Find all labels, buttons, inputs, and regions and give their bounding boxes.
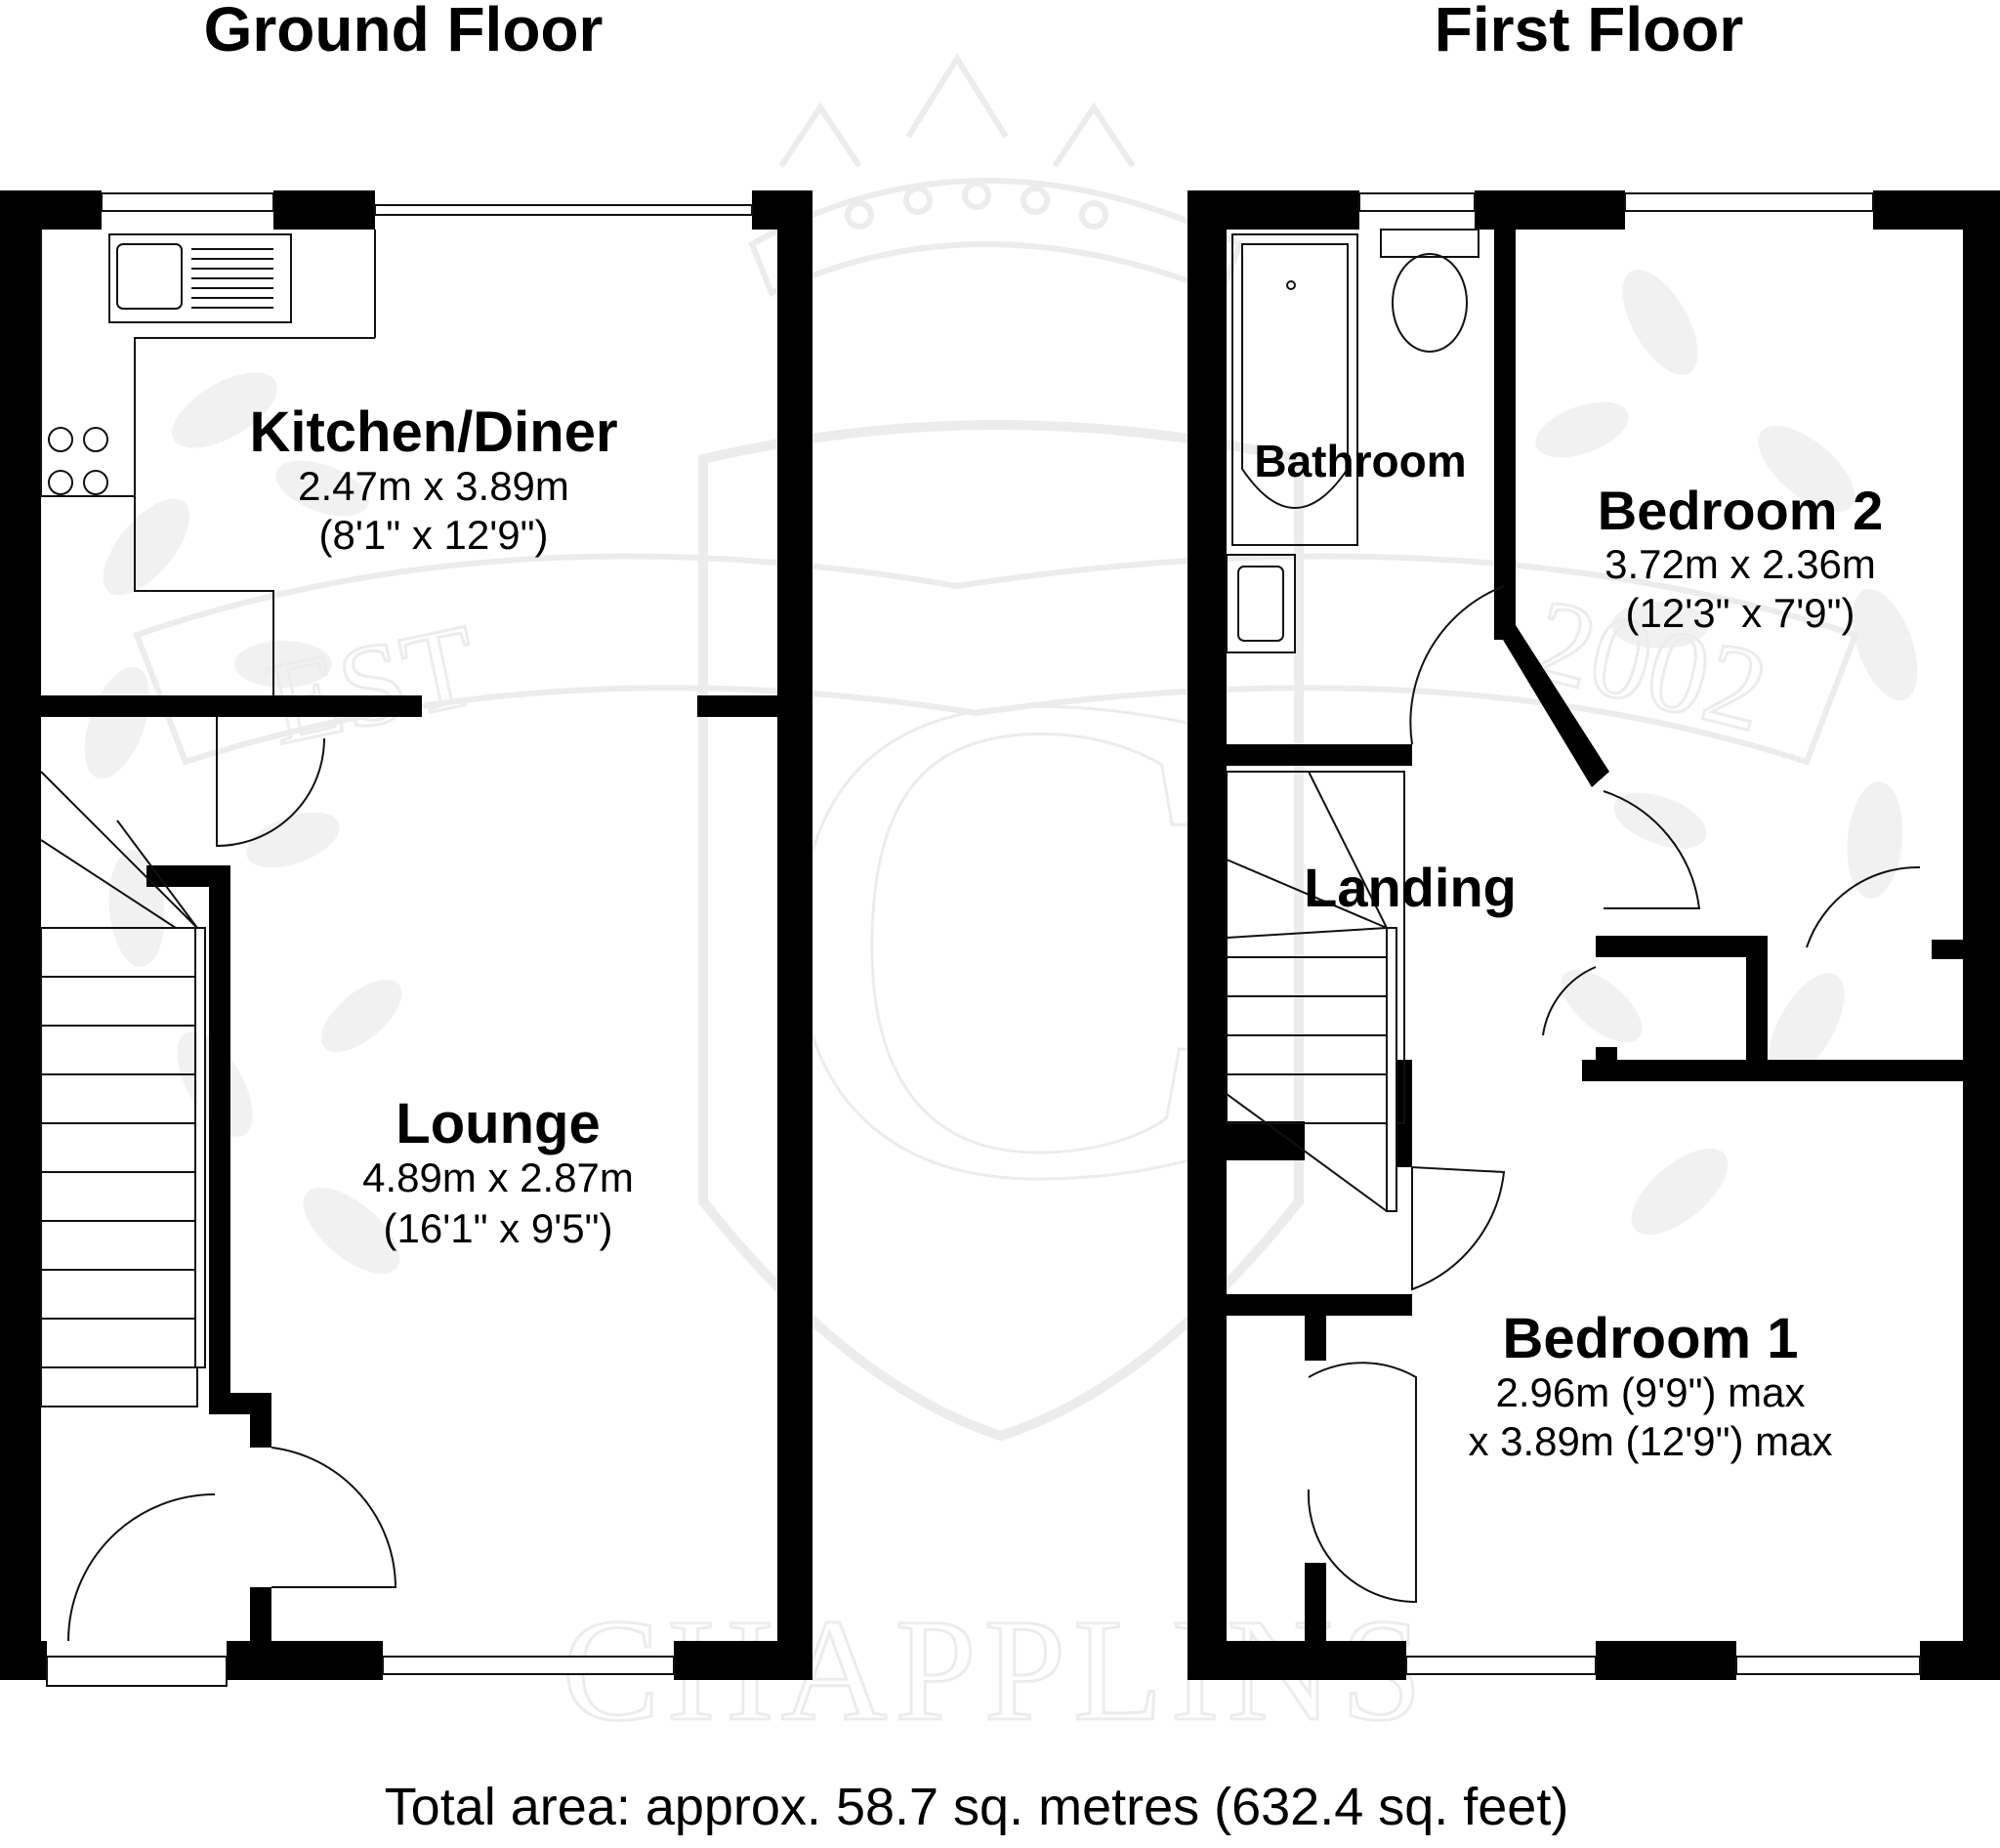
first-floor-title: First Floor (1435, 0, 1743, 64)
first-floor-stairs (1226, 771, 1405, 1212)
bathroom-window (1358, 192, 1476, 212)
first-floor-walls (1188, 190, 2000, 1680)
kitchen-sliding-door (374, 204, 753, 216)
hall-door-icon (271, 1447, 397, 1588)
bedroom1-dim-line1: 2.96m (9'9") max (1495, 1369, 1805, 1415)
lounge-dim-metric: 4.89m x 2.87m (362, 1155, 634, 1200)
bedroom2-dim-imperial: (12'3" x 7'9") (1626, 590, 1855, 636)
bedroom1-window-left (1405, 1656, 1597, 1675)
watermark: C EST 2002 CHAPPLINS (84, 53, 1918, 1753)
kitchen-dim-imperial: (8'1" x 12'9") (319, 512, 549, 558)
lounge-name: Lounge (396, 1092, 600, 1155)
bathroom-fittings (1226, 229, 1479, 653)
bedroom2-door-icon (1603, 790, 1701, 909)
lounge-dim-imperial: (16'1" x 9'5") (384, 1205, 613, 1251)
hob-ring-icon (48, 470, 73, 495)
watermark-laurel-right-icon (1535, 270, 1918, 1236)
kitchen-dim-metric: 2.47m x 3.89m (298, 463, 569, 509)
kitchen-lounge-door-icon (216, 717, 325, 848)
bedroom2-dim-metric: 3.72m x 2.36m (1604, 541, 1876, 587)
ground-floor-stairs (40, 771, 206, 1407)
total-area: Total area: approx. 58.7 sq. metres (632… (385, 1778, 1569, 1836)
ground-floor-walls (0, 190, 812, 1680)
bedroom1-name: Bedroom 1 (1503, 1307, 1799, 1370)
front-door-step (46, 1656, 228, 1687)
first-floor-plan (1188, 190, 2000, 1680)
watermark-monogram: C (771, 545, 1240, 1324)
watermark-est: EST (257, 599, 487, 769)
hob-ring-icon (48, 427, 73, 452)
bedroom1-dim-line2: x 3.89m (12'9") max (1468, 1418, 1832, 1464)
bathroom-name: Bathroom (1254, 436, 1466, 486)
kitchen-name: Kitchen/Diner (249, 400, 617, 464)
landing-cupboard-door-icon (1542, 966, 1597, 1036)
bedroom2-cupboard-door-icon (1806, 865, 1921, 948)
landing-name: Landing (1304, 857, 1517, 918)
ground-floor-plan (0, 190, 812, 1687)
ground-floor-title: Ground Floor (204, 0, 604, 64)
bedroom1-window-right (1735, 1656, 1921, 1675)
lounge-window (382, 1656, 675, 1675)
bedroom1-wardrobe-door-icon (1307, 1362, 1417, 1604)
basin-icon (1226, 554, 1296, 653)
bedroom2-window (1624, 192, 1874, 212)
kitchen-fittings (40, 230, 376, 695)
bath-icon (1231, 233, 1358, 546)
bedroom1-door-icon (1411, 1165, 1506, 1291)
front-door-icon (67, 1493, 216, 1642)
watermark-ribbon-icon (133, 553, 1859, 766)
bedroom2-name: Bedroom 2 (1598, 480, 1884, 541)
hob-ring-icon (83, 470, 108, 495)
watermark-crown-icon (748, 53, 1244, 298)
kitchen-window (101, 192, 274, 212)
hob-ring-icon (83, 427, 108, 452)
toilet-icon (1380, 229, 1479, 258)
bathroom-door-icon (1409, 585, 1505, 745)
